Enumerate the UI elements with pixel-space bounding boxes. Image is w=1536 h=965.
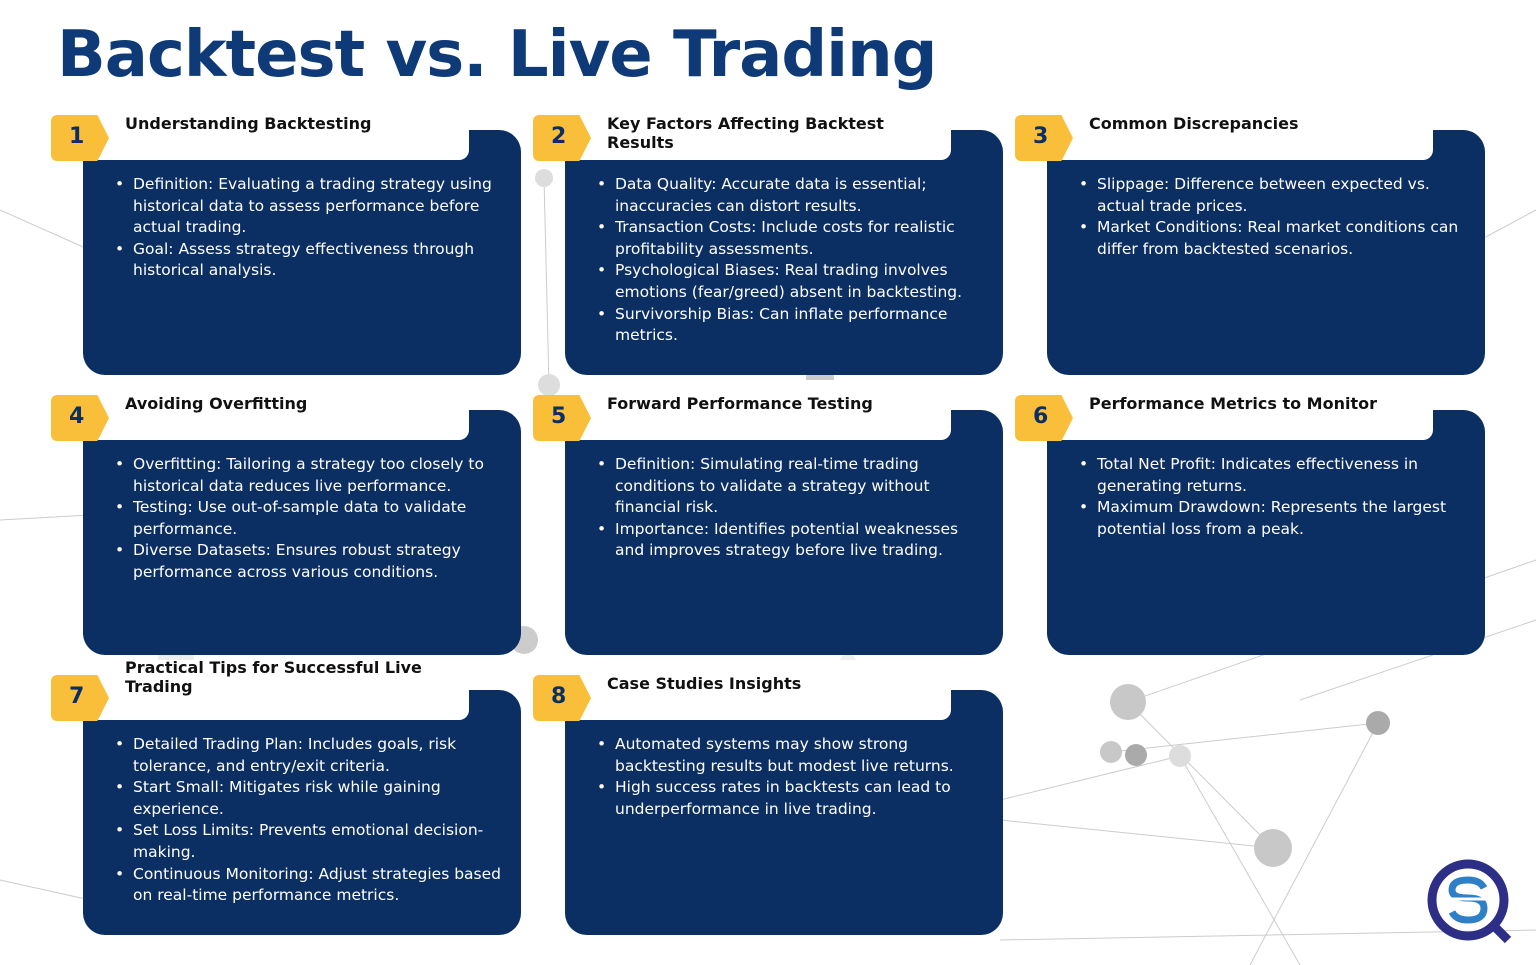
page-title: Backtest vs. Live Trading [57,18,937,92]
card-8: Case Studies Insights 8 Automated system… [533,660,1003,935]
card-header: Forward Performance Testing [565,380,951,440]
bullet-item: High success rates in backtests can lead… [597,777,985,820]
bullet-list: Definition: Simulating real-time trading… [597,454,985,562]
bullet-item: Continuous Monitoring: Adjust strategies… [115,864,503,907]
number-badge: 7 [51,675,109,721]
card-header: Case Studies Insights [565,660,951,720]
brand-logo [1427,859,1512,944]
bullet-list: Total Net Profit: Indicates effectivenes… [1079,454,1467,540]
bullet-item: Data Quality: Accurate data is essential… [597,174,985,217]
badge-number: 6 [1033,404,1049,429]
card-header: Common Discrepancies [1047,100,1433,160]
number-badge: 2 [533,115,591,161]
number-badge: 4 [51,395,109,441]
bullet-item: Definition: Simulating real-time trading… [597,454,985,519]
bullet-item: Diverse Datasets: Ensures robust strateg… [115,540,503,583]
bullet-list: Definition: Evaluating a trading strateg… [115,174,503,282]
bullet-item: Testing: Use out-of-sample data to valid… [115,497,503,540]
card-header: Performance Metrics to Monitor [1047,380,1433,440]
card-header: Key Factors Affecting Backtest Results [565,100,951,160]
badge-number: 2 [551,124,567,149]
card-title: Practical Tips for Successful Live Tradi… [125,658,422,696]
bullet-item: Importance: Identifies potential weaknes… [597,519,985,562]
number-badge: 6 [1015,395,1073,441]
bullet-list: Data Quality: Accurate data is essential… [597,174,985,347]
bullet-item: Goal: Assess strategy effectiveness thro… [115,239,503,282]
card-header: Avoiding Overfitting [83,380,469,440]
bullet-item: Overfitting: Tailoring a strategy too cl… [115,454,503,497]
card-1: Understanding Backtesting 1 Definition: … [51,100,521,375]
bullet-item: Automated systems may show strong backte… [597,734,985,777]
card-title: Forward Performance Testing [607,394,873,413]
bullet-item: Market Conditions: Real market condition… [1079,217,1467,260]
number-badge: 1 [51,115,109,161]
badge-number: 8 [551,684,567,709]
card-title: Performance Metrics to Monitor [1089,394,1377,413]
number-badge: 5 [533,395,591,441]
bullet-item: Set Loss Limits: Prevents emotional deci… [115,820,503,863]
bullet-item: Psychological Biases: Real trading invol… [597,260,985,303]
card-3: Common Discrepancies 3 Slippage: Differe… [1015,100,1485,375]
bullet-item: Total Net Profit: Indicates effectivenes… [1079,454,1467,497]
badge-number: 4 [69,404,85,429]
card-title: Common Discrepancies [1089,114,1299,133]
bullet-item: Maximum Drawdown: Represents the largest… [1079,497,1467,540]
bullet-list: Slippage: Difference between expected vs… [1079,174,1467,260]
card-title: Case Studies Insights [607,674,802,693]
bullet-item: Detailed Trading Plan: Includes goals, r… [115,734,503,777]
bullet-item: Start Small: Mitigates risk while gainin… [115,777,503,820]
card-5: Forward Performance Testing 5 Definition… [533,380,1003,655]
bullet-item: Slippage: Difference between expected vs… [1079,174,1467,217]
card-header: Understanding Backtesting [83,100,469,160]
card-title: Avoiding Overfitting [125,394,308,413]
bullet-item: Definition: Evaluating a trading strateg… [115,174,503,239]
badge-number: 5 [551,404,567,429]
bullet-item: Transaction Costs: Include costs for rea… [597,217,985,260]
badge-number: 7 [69,684,85,709]
card-4: Avoiding Overfitting 4 Overfitting: Tail… [51,380,521,655]
bullet-item: Survivorship Bias: Can inflate performan… [597,304,985,347]
bullet-list: Automated systems may show strong backte… [597,734,985,820]
badge-number: 1 [69,124,85,149]
card-7: Practical Tips for Successful Live Tradi… [51,658,521,935]
card-2: Key Factors Affecting Backtest Results 2… [533,100,1003,375]
bullet-list: Overfitting: Tailoring a strategy too cl… [115,454,503,584]
card-title: Understanding Backtesting [125,114,372,133]
number-badge: 3 [1015,115,1073,161]
number-badge: 8 [533,675,591,721]
card-6: Performance Metrics to Monitor 6 Total N… [1015,380,1485,655]
card-header: Practical Tips for Successful Live Tradi… [83,658,469,720]
card-title: Key Factors Affecting Backtest Results [607,114,884,152]
badge-number: 3 [1033,124,1049,149]
bullet-list: Detailed Trading Plan: Includes goals, r… [115,734,503,907]
